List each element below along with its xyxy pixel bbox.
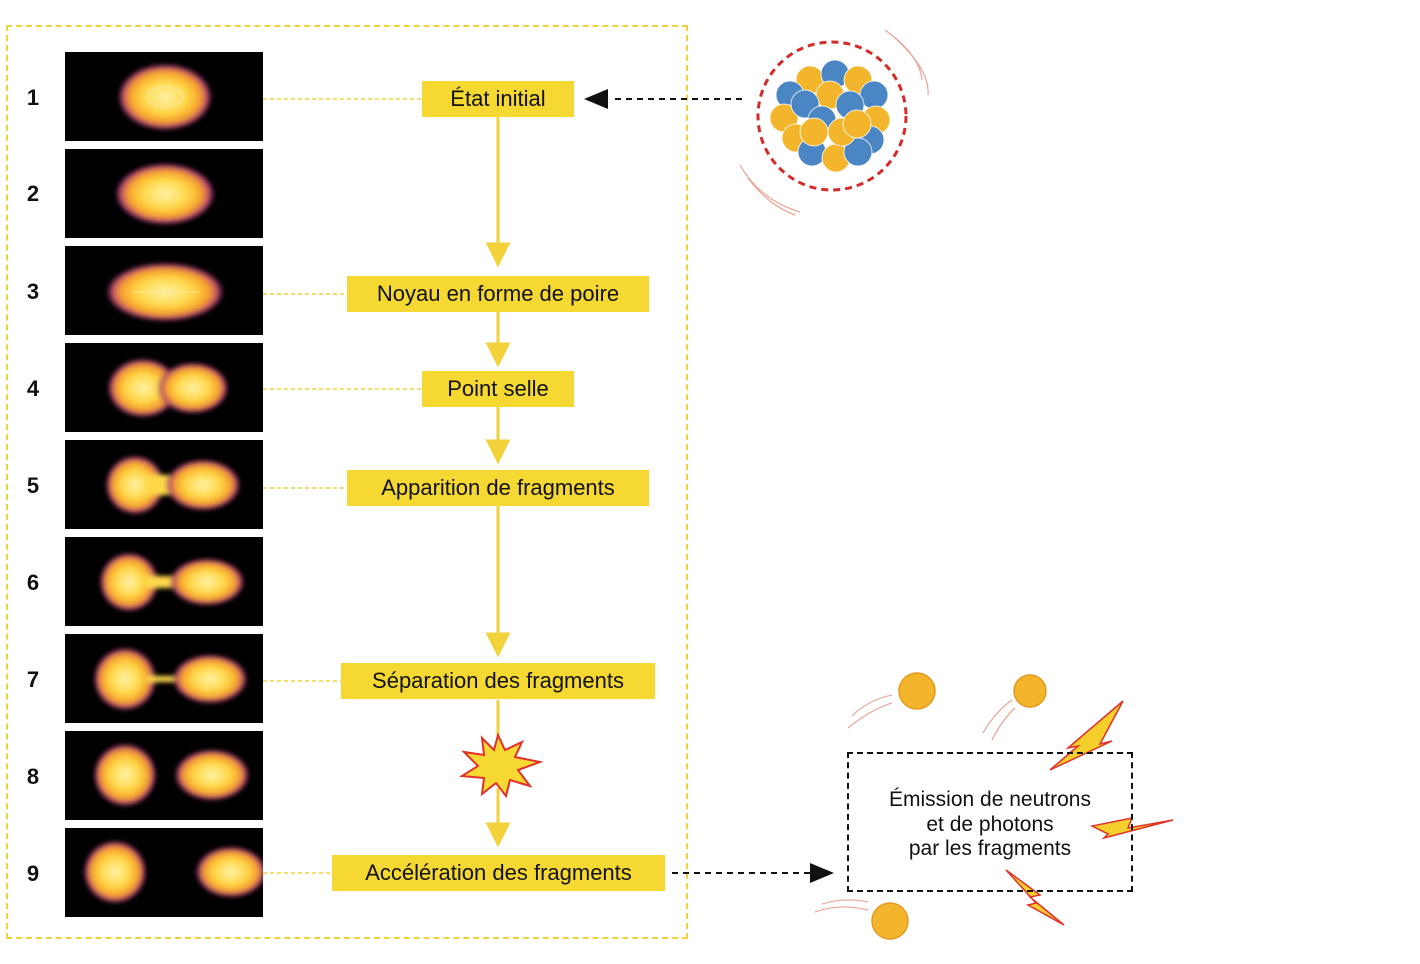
frame-number: 5 <box>26 473 40 498</box>
frame-number: 3 <box>26 279 40 304</box>
stage-fragment-separation: Séparation des fragments <box>341 663 655 699</box>
neutron-icon <box>982 674 1047 741</box>
nucleus-shape-image <box>65 149 263 238</box>
emission-box <box>847 752 1133 892</box>
photon-icon <box>1005 869 1065 926</box>
emission-line: par les fragments <box>908 837 1072 860</box>
photon-icon <box>1049 700 1124 771</box>
flow-arrowhead <box>485 822 511 848</box>
flow-arrowhead <box>485 342 511 368</box>
stage-initial-state: État initial <box>422 81 574 117</box>
stage-fragment-appearance: Apparition de fragments <box>347 470 649 506</box>
input-arrowhead <box>584 89 608 109</box>
emission-label: Émission de neutrons et de photons par l… <box>847 788 1133 862</box>
frame-number: 1 <box>26 85 40 110</box>
frame-number: 8 <box>26 764 40 789</box>
stage-saddle-point: Point selle <box>422 371 574 407</box>
nucleus-shape-image <box>65 52 263 141</box>
neutron-icon <box>814 899 909 940</box>
frame-number: 2 <box>26 181 40 206</box>
nucleus-shape-image <box>65 634 263 723</box>
fission-sequence-frame <box>6 25 688 939</box>
nucleus-shape-image <box>65 731 263 820</box>
nucleus-shape-image <box>65 537 263 626</box>
nucleus-shape-image <box>65 440 263 529</box>
flow-arrowhead <box>485 242 511 268</box>
flow-arrowhead <box>485 439 511 465</box>
output-arrowhead <box>810 863 834 883</box>
emission-line: et de photons <box>926 812 1054 836</box>
nucleus-shape-image <box>65 246 263 335</box>
frame-number: 7 <box>26 667 40 692</box>
stage-fragment-acceleration: Accélération des fragments <box>332 855 665 891</box>
stage-pear-shape: Noyau en forme de poire <box>347 276 649 312</box>
frame-number: 9 <box>26 861 40 886</box>
frame-number: 6 <box>26 570 40 595</box>
emission-line: Émission de neutrons <box>889 788 1091 811</box>
neutron-icon <box>847 672 936 729</box>
nucleus-shape-image <box>65 828 263 917</box>
nucleus-icon <box>739 29 929 216</box>
flow-arrowhead <box>485 632 511 658</box>
frame-number: 4 <box>26 376 40 401</box>
nucleus-shape-image <box>65 343 263 432</box>
explosion-icon <box>458 732 544 799</box>
